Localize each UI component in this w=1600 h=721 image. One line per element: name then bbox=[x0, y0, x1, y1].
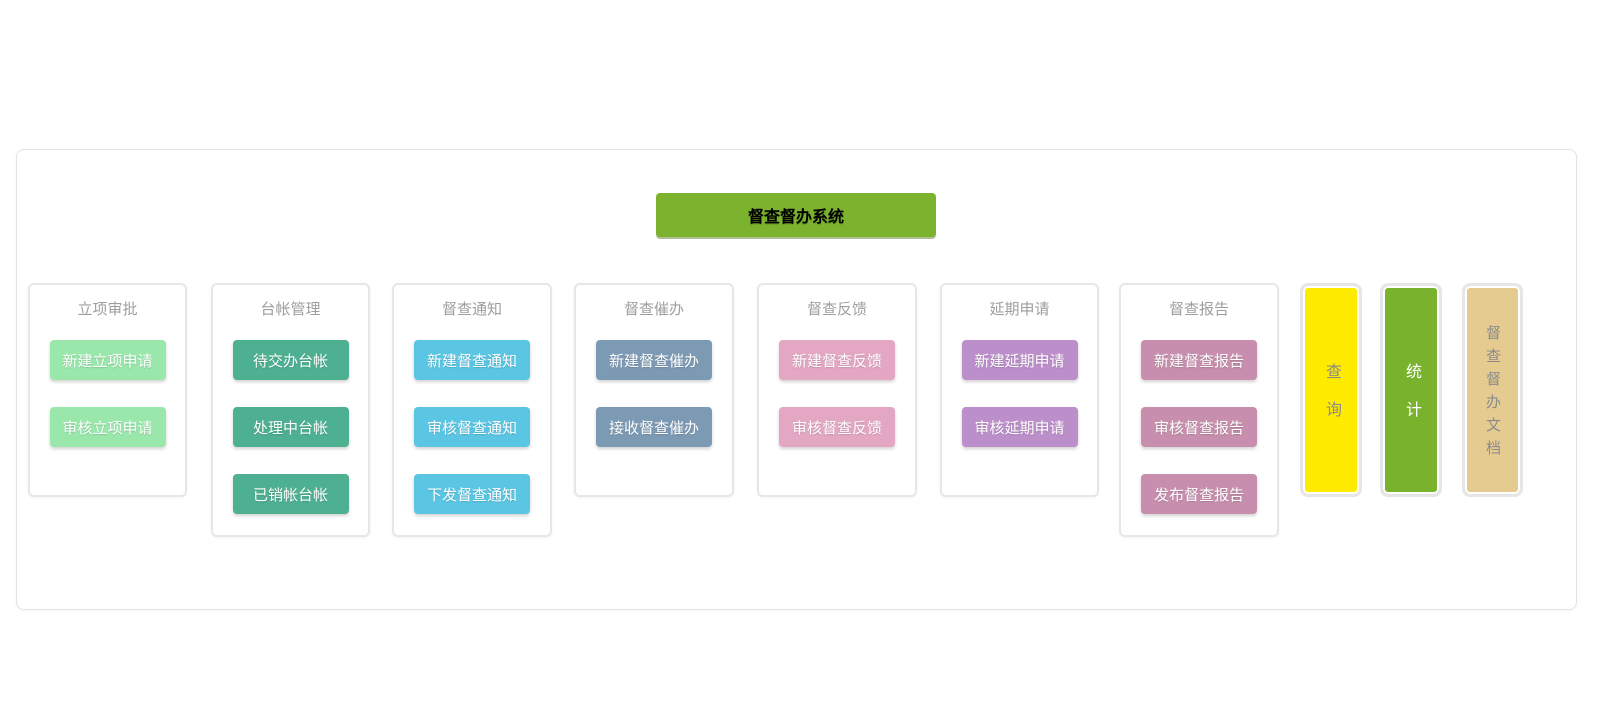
receive-inspection-reminder-button[interactable]: 接收督查催办 bbox=[596, 407, 712, 447]
statistics-button-label: 统计 bbox=[1403, 363, 1420, 439]
new-inspection-notice-button[interactable]: 新建督查通知 bbox=[414, 340, 530, 380]
panel-inspection-feedback: 督查反馈 新建督查反馈 审核督查反馈 bbox=[757, 283, 917, 497]
new-inspection-reminder-button[interactable]: 新建督查催办 bbox=[596, 340, 712, 380]
panel-extension-request: 延期申请 新建延期申请 审核延期申请 bbox=[940, 283, 1099, 497]
review-project-application-button[interactable]: 审核立项申请 bbox=[49, 407, 166, 447]
new-extension-request-button[interactable]: 新建延期申请 bbox=[961, 340, 1078, 380]
review-inspection-feedback-button[interactable]: 审核督查反馈 bbox=[779, 407, 895, 447]
publish-inspection-report-button[interactable]: 发布督查报告 bbox=[1141, 474, 1257, 514]
system-title-button[interactable]: 督查督办系统 bbox=[656, 193, 936, 237]
query-button[interactable]: 查询 bbox=[1300, 283, 1362, 497]
query-button-label: 查询 bbox=[1323, 363, 1340, 439]
panel-project-approval: 立项审批 新建立项申请 审核立项申请 bbox=[28, 283, 187, 497]
panel-project-approval-title: 立项审批 bbox=[77, 301, 138, 318]
new-inspection-feedback-button[interactable]: 新建督查反馈 bbox=[779, 340, 895, 380]
panel-ledger-management: 台帐管理 待交办台帐 处理中台帐 已销帐台帐 bbox=[211, 283, 370, 537]
panel-ledger-management-title: 台帐管理 bbox=[260, 301, 321, 318]
panel-inspection-notice-title: 督查通知 bbox=[441, 301, 502, 318]
processing-ledger-button[interactable]: 处理中台帐 bbox=[232, 407, 349, 447]
panel-inspection-feedback-title: 督查反馈 bbox=[806, 301, 867, 318]
new-inspection-report-button[interactable]: 新建督查报告 bbox=[1141, 340, 1257, 380]
new-project-application-button[interactable]: 新建立项申请 bbox=[49, 340, 166, 380]
panel-inspection-notice: 督查通知 新建督查通知 审核督查通知 下发督查通知 bbox=[392, 283, 552, 537]
review-extension-request-button[interactable]: 审核延期申请 bbox=[961, 407, 1078, 447]
statistics-button[interactable]: 统计 bbox=[1380, 283, 1442, 497]
inspection-documents-button-label: 督查督办文档 bbox=[1484, 325, 1501, 463]
review-inspection-notice-button[interactable]: 审核督查通知 bbox=[414, 407, 530, 447]
panel-inspection-reminder: 督查催办 新建督查催办 接收督查催办 bbox=[574, 283, 734, 497]
closed-ledger-button[interactable]: 已销帐台帐 bbox=[232, 474, 349, 514]
issue-inspection-notice-button[interactable]: 下发督查通知 bbox=[414, 474, 530, 514]
inspection-documents-button[interactable]: 督查督办文档 bbox=[1462, 283, 1523, 497]
pending-assignment-ledger-button[interactable]: 待交办台帐 bbox=[232, 340, 349, 380]
panel-inspection-reminder-title: 督查催办 bbox=[623, 301, 684, 318]
review-inspection-report-button[interactable]: 审核督查报告 bbox=[1141, 407, 1257, 447]
panel-inspection-report-title: 督查报告 bbox=[1168, 301, 1229, 318]
panel-inspection-report: 督查报告 新建督查报告 审核督查报告 发布督查报告 bbox=[1119, 283, 1279, 537]
panel-extension-request-title: 延期申请 bbox=[989, 301, 1050, 318]
